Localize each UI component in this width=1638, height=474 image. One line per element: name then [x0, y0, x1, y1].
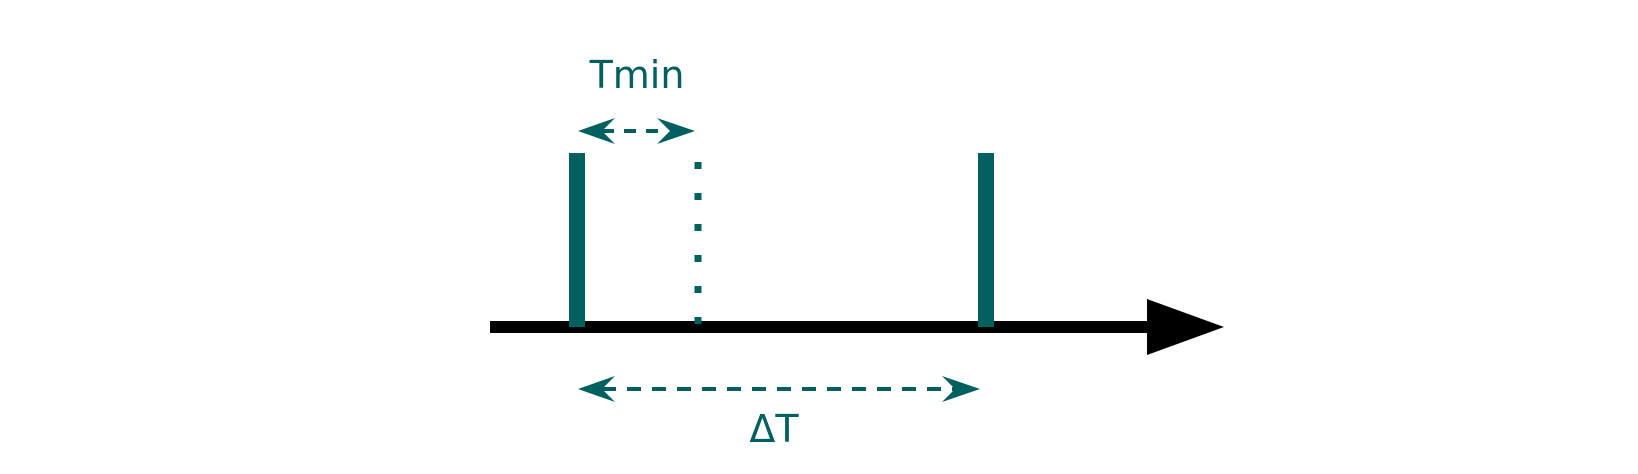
- arrow-right-icon: [1147, 299, 1224, 355]
- delta-t-label: ΔT: [749, 407, 799, 451]
- delta-t-arrow-right-head: [942, 376, 980, 402]
- double-headed-dashed-arrow-icon: [578, 376, 980, 402]
- tmin-arrow-left-head: [578, 118, 615, 144]
- first-pulse-bar: [569, 153, 585, 327]
- second-pulse-bar: [978, 153, 994, 327]
- double-headed-dashed-arrow-icon: [578, 118, 695, 144]
- delta-t-arrow-left-head: [578, 376, 615, 402]
- time-axis: [490, 299, 1224, 355]
- tmin-label: Tmin: [589, 53, 685, 97]
- tmin-arrow-right-head: [657, 118, 695, 144]
